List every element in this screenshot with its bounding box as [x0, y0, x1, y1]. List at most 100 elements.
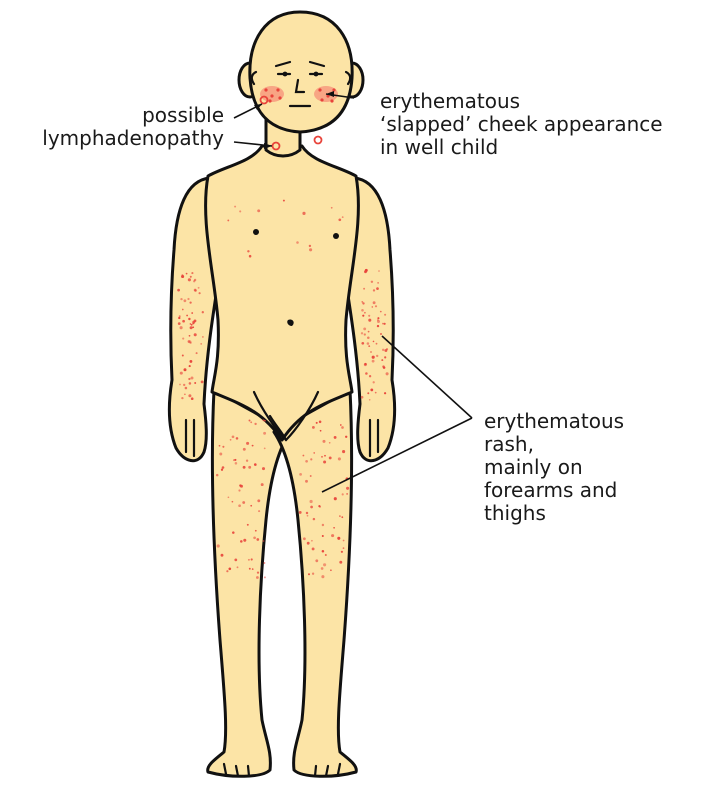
rash-dot — [248, 559, 250, 561]
rash-dot — [310, 475, 312, 477]
rash-dot — [384, 356, 386, 358]
rash-dot — [322, 535, 324, 537]
rash-dot — [362, 302, 364, 304]
rash-dot — [198, 287, 200, 289]
rash-dot — [313, 452, 315, 454]
rash-dot — [382, 349, 384, 351]
rash-dot — [321, 575, 324, 578]
rash-dot — [190, 326, 193, 329]
rash-dot — [318, 505, 320, 507]
rash-dot — [373, 289, 375, 291]
rash-dot — [329, 456, 332, 459]
rash-dot — [235, 462, 238, 465]
rash-dot — [346, 487, 349, 490]
rash-dot — [377, 282, 379, 284]
rash-dot — [341, 551, 343, 553]
rash-dot — [331, 207, 333, 209]
rash-dot — [202, 311, 204, 313]
rash-dot — [264, 448, 266, 450]
rash-dot — [246, 442, 249, 445]
rash-dot — [181, 397, 183, 399]
rash-dot — [264, 576, 266, 578]
rash-dot — [384, 314, 386, 316]
rash-dot — [178, 317, 180, 319]
rash-dot — [368, 331, 370, 333]
rash-dot — [312, 547, 315, 550]
rash-dot — [188, 378, 190, 380]
rash-dot — [180, 372, 183, 375]
rash-dot — [307, 542, 310, 545]
rash-dot — [194, 289, 197, 292]
rash-dot — [189, 365, 191, 367]
rash-dot — [333, 527, 335, 529]
rash-dot — [249, 420, 251, 422]
rash-dot — [251, 558, 253, 560]
rash-dot — [329, 442, 331, 444]
rash-dot — [232, 435, 235, 438]
rash-dot — [306, 512, 308, 514]
rash-line-4: forearms and — [484, 479, 624, 502]
rash-dot — [188, 394, 191, 397]
rash-dot — [322, 440, 325, 443]
rash-dot — [369, 399, 371, 401]
rash-dot — [252, 445, 254, 447]
rash-dot — [364, 333, 366, 335]
rash-dot — [248, 466, 251, 469]
rash-dot — [236, 437, 239, 440]
rash-dot — [383, 366, 386, 369]
rash-dot — [323, 563, 326, 566]
rash-dot — [234, 206, 236, 208]
rash-dot — [365, 372, 368, 375]
rash-dot — [191, 377, 194, 380]
rash-dot — [377, 317, 379, 319]
rash-dot — [368, 345, 370, 347]
rash-dot — [343, 540, 345, 542]
rash-dot — [250, 421, 252, 423]
lymphadenopathy-label: possible lymphadenopathy — [0, 104, 224, 150]
rash-dot — [367, 392, 369, 394]
rash-dot — [302, 455, 304, 457]
rash-line-3: mainly on — [484, 456, 624, 479]
rash-dot — [343, 547, 345, 549]
left-pupil — [283, 72, 288, 77]
rash-dot — [180, 326, 183, 329]
rash-dot — [380, 333, 382, 335]
rash-dot — [362, 315, 364, 317]
rash-dot — [178, 322, 181, 325]
rash-dot — [307, 515, 309, 517]
slapped-cheek-label: erythematous ‘slapped’ cheek appearance … — [380, 90, 663, 159]
rash-line-2: rash, — [484, 433, 624, 456]
rash-dot — [371, 281, 373, 283]
rash-dot — [185, 387, 188, 390]
rash-dot — [305, 460, 308, 463]
rash-dot — [200, 343, 202, 345]
rash-dot — [339, 515, 341, 517]
rash-dot — [186, 273, 188, 275]
rash-dot — [250, 505, 252, 507]
rash-dot — [320, 430, 322, 432]
rash-dot — [243, 539, 246, 542]
rash-dot — [194, 320, 197, 323]
rash-dot — [233, 459, 235, 461]
rash-dot — [184, 393, 186, 395]
rash-dot — [257, 499, 260, 502]
rash-dot — [255, 530, 257, 532]
rash-dot — [342, 450, 345, 453]
rash-dot — [302, 212, 305, 215]
rash-dot — [187, 298, 189, 300]
rash-dot — [361, 342, 364, 345]
rash-dot — [323, 461, 326, 464]
rash-dot — [243, 466, 246, 469]
rash-dot — [310, 506, 313, 509]
rash-dot — [303, 537, 306, 540]
right-pupil — [314, 72, 319, 77]
rash-dot — [375, 305, 377, 307]
rash-dot — [340, 424, 342, 426]
rash-dot — [194, 333, 197, 336]
rash-dot — [386, 372, 389, 375]
rash-dot — [238, 504, 241, 507]
rash-dot — [377, 325, 379, 327]
rash-dot — [378, 270, 380, 272]
rash-dot — [182, 338, 184, 340]
